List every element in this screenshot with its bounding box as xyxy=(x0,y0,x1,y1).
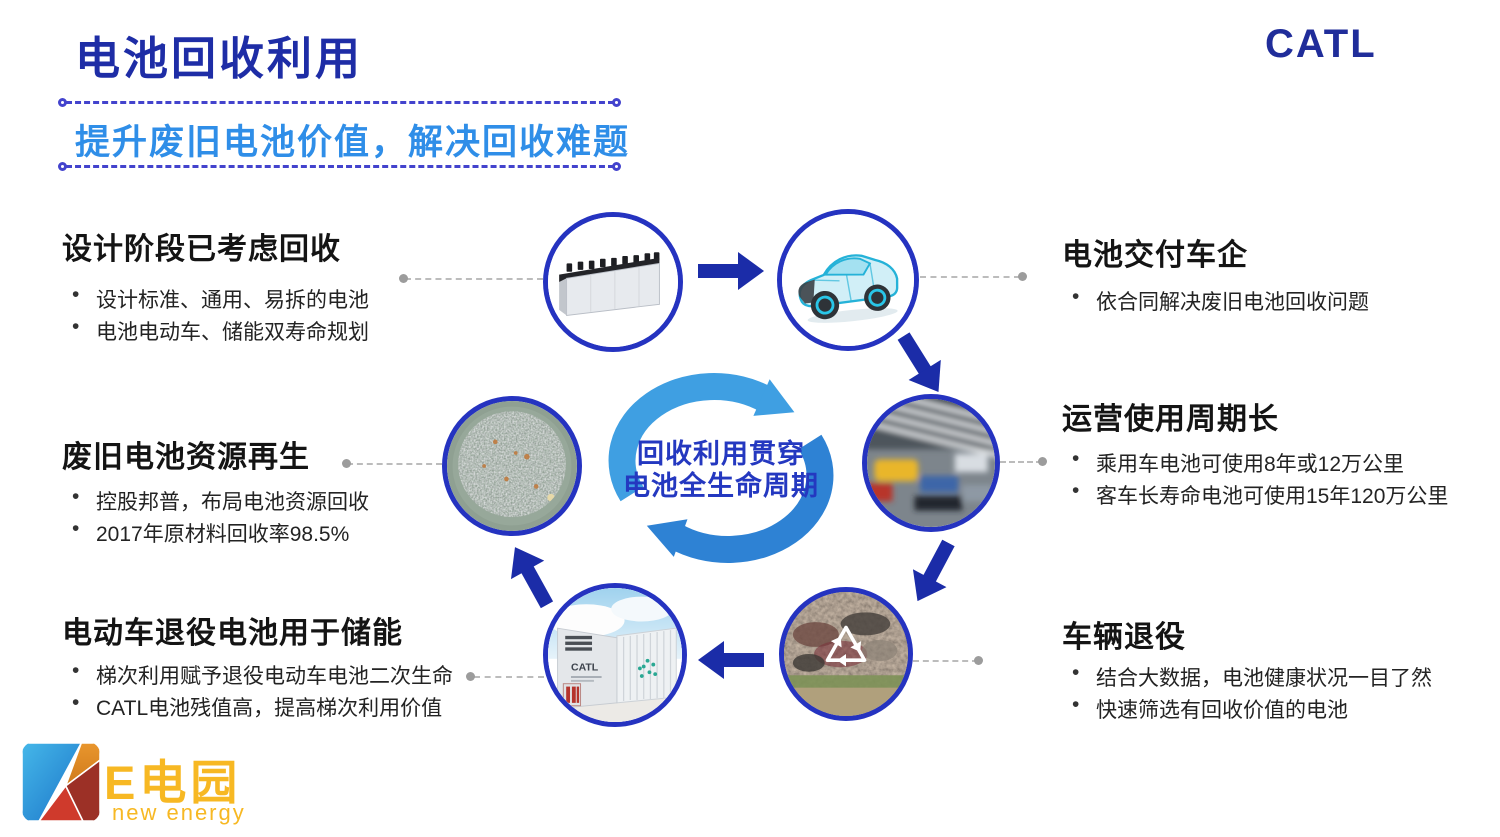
page-subtitle: 提升废旧电池价值，解决回收难题 xyxy=(75,123,631,162)
section-heading-operation: 运营使用周期长 xyxy=(1062,403,1279,436)
connector-dot xyxy=(399,274,408,283)
battery-pack-image xyxy=(543,212,683,352)
dash-endpoint-circle xyxy=(58,162,67,171)
bullet-item: 乘用车电池可使用8年或12万公里 xyxy=(1062,447,1404,478)
section-heading-second-life: 电动车退役电池用于储能 xyxy=(62,617,403,650)
dashed-connector xyxy=(1000,461,1042,463)
in-service-traffic-image xyxy=(862,394,1000,532)
section-heading-regeneration: 废旧电池资源再生 xyxy=(62,441,310,474)
e-dianyuan-logo-icon xyxy=(22,742,100,822)
dashed-connector xyxy=(405,278,543,280)
e-dianyuan-tagline: new energy xyxy=(112,800,246,825)
subtitle-dashed-line-bottom xyxy=(66,165,614,168)
retired-vehicles-image xyxy=(779,587,913,721)
e-dianyuan-logo-text: E电园 xyxy=(104,756,242,809)
container-brand-text: CATL xyxy=(571,661,599,673)
dash-endpoint-circle xyxy=(612,98,621,107)
bullet-item: 设计标准、通用、易拆的电池 xyxy=(62,283,369,314)
dashed-connector xyxy=(920,276,1020,278)
cycle-label: 回收利用贯穿 电池全生命周期 xyxy=(610,438,832,502)
connector-dot xyxy=(1038,457,1047,466)
connector-dot xyxy=(342,459,351,468)
dash-endpoint-circle xyxy=(612,162,621,171)
ev-car-image xyxy=(777,209,919,351)
bullet-item: CATL电池残值高，提高梯次利用价值 xyxy=(62,691,442,722)
page-title: 电池回收利用 xyxy=(75,33,364,84)
flow-arrow-down-left-icon xyxy=(901,534,966,610)
lifecycle-cycle-graphic xyxy=(601,368,841,573)
catl-logo: CATL xyxy=(1265,22,1377,66)
dashed-connector xyxy=(913,660,978,662)
section-heading-delivery: 电池交付车企 xyxy=(1062,239,1248,272)
bullet-item: 客车长寿命电池可使用15年120万公里 xyxy=(1062,479,1448,510)
connector-dot xyxy=(1018,272,1027,281)
connector-dot xyxy=(974,656,983,665)
flow-arrow-up-left-icon xyxy=(498,538,563,614)
recycled-materials-image xyxy=(442,396,582,536)
dashed-connector xyxy=(474,676,544,678)
flow-arrow-left-icon xyxy=(698,641,764,679)
cycle-label-line1: 回收利用贯穿 xyxy=(637,439,805,469)
bullet-item: 依合同解决废旧电池回收问题 xyxy=(1062,285,1369,316)
bullet-item: 梯次利用赋予退役电动车电池二次生命 xyxy=(62,659,453,690)
section-heading-retirement: 车辆退役 xyxy=(1062,621,1186,654)
subtitle-dashed-line-top xyxy=(66,101,614,104)
connector-dot xyxy=(466,672,475,681)
bullet-item: 结合大数据，电池健康状况一目了然 xyxy=(1062,661,1432,692)
dash-endpoint-circle xyxy=(58,98,67,107)
flow-arrow-down-right-icon xyxy=(887,326,954,402)
section-heading-design: 设计阶段已考虑回收 xyxy=(62,233,341,266)
bullet-item: 电池电动车、储能双寿命规划 xyxy=(62,315,369,346)
flow-arrow-right-icon xyxy=(698,252,764,290)
bullet-item: 2017年原材料回收率98.5% xyxy=(62,517,349,548)
bullet-item: 控股邦普，布局电池资源回收 xyxy=(62,485,369,516)
bullet-item: 快速筛选有回收价值的电池 xyxy=(1062,693,1348,724)
storage-containers-image: CATL xyxy=(543,583,687,727)
cycle-label-line2: 电池全生命周期 xyxy=(623,471,819,501)
dashed-connector xyxy=(347,463,442,465)
